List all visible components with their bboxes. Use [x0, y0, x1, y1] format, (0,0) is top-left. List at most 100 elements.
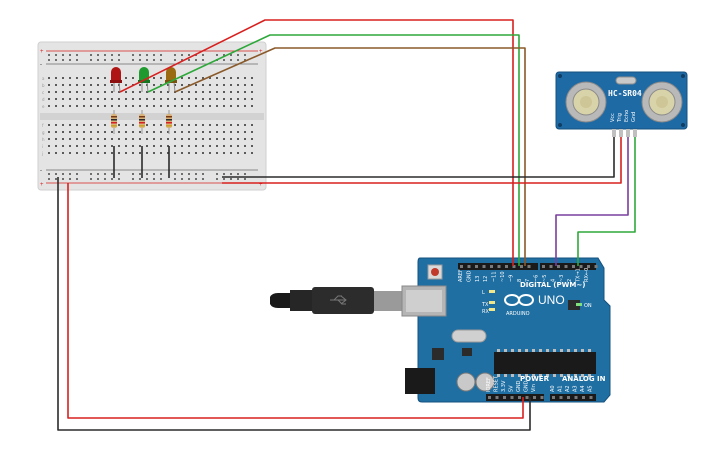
header-pin-socket[interactable] [482, 265, 486, 268]
resistor-2[interactable] [139, 110, 145, 134]
header-pin-socket[interactable] [579, 265, 583, 268]
breadboard-rail-hole [202, 178, 204, 180]
header-pin-socket[interactable] [582, 396, 585, 399]
arduino-rx-led [489, 308, 495, 311]
header-pin-socket[interactable] [505, 265, 508, 268]
arduino-reset-button-cap [431, 268, 439, 276]
breadboard-hole [223, 98, 225, 100]
breadboard-hole [62, 77, 64, 79]
header-pin-socket[interactable] [549, 265, 553, 268]
chip-pin [511, 374, 514, 377]
header-pin-socket[interactable] [574, 396, 578, 399]
breadboard-rail-hole [76, 59, 78, 61]
breadboard-hole [90, 124, 92, 126]
breadboard-rail-hole [160, 173, 162, 175]
breadboard-rail-hole [216, 178, 218, 180]
header-pin-socket[interactable] [557, 265, 560, 268]
wire-red-sensor-vcc-to-rail[interactable] [222, 137, 622, 184]
header-pin-socket[interactable] [460, 265, 463, 268]
digital-pin-label: ~11 [492, 271, 498, 282]
arduino-usb-jack-inner [406, 290, 442, 312]
header-pin-socket[interactable] [533, 396, 536, 399]
breadboard-hole [153, 91, 155, 93]
wire-brown-led-to-pin11[interactable] [174, 47, 526, 266]
header-pin-socket[interactable] [559, 396, 563, 399]
wire-black-rail-to-gnd[interactable] [57, 177, 531, 431]
chip-pin [511, 349, 514, 352]
header-pin-socket[interactable] [520, 265, 523, 268]
wire-purple-sensor-trig-to-pin[interactable] [555, 137, 629, 266]
header-pin-socket[interactable] [564, 265, 568, 268]
header-pin-socket[interactable] [525, 396, 529, 399]
breadboard-rail-hole [223, 59, 225, 61]
led-red[interactable] [110, 67, 122, 93]
breadboard-rail-hole [216, 54, 218, 56]
led-red-rim [110, 80, 122, 83]
arduino-uno[interactable]: UNO ARDUINO DIGITAL (PWM~) POWER ANALOG … [401, 257, 611, 403]
header-pin-socket[interactable] [475, 265, 478, 268]
chip-pin [539, 349, 542, 352]
header-pin-socket[interactable] [510, 396, 514, 399]
header-pin-socket[interactable] [567, 396, 570, 399]
sensor-pin-vcc[interactable] [612, 129, 616, 137]
header-pin-socket[interactable] [512, 265, 516, 268]
header-pin-socket[interactable] [518, 396, 521, 399]
breadboard-rail-hole [216, 173, 218, 175]
header-pin-socket[interactable] [490, 265, 493, 268]
breadboard-hole [202, 138, 204, 140]
header-pin-socket[interactable] [572, 265, 575, 268]
wire-red-rail-to-5v[interactable] [67, 183, 524, 419]
breadboard-rail-hole [181, 173, 183, 175]
header-pin-socket[interactable] [540, 396, 544, 399]
header-pin-socket[interactable] [488, 396, 491, 399]
breadboard-hole [97, 98, 99, 100]
breadboard-hole [195, 124, 197, 126]
breadboard-hole [167, 105, 169, 107]
wire-green-sensor-echo-to-pin[interactable] [577, 137, 636, 266]
header-pin-socket[interactable] [495, 396, 499, 399]
wire-green-led-to-pin12[interactable] [147, 34, 520, 266]
breadboard-rail-hole [244, 59, 246, 61]
sensor-pin-echo[interactable] [626, 129, 630, 137]
breadboard-hole [76, 145, 78, 147]
header-pin-socket[interactable] [552, 396, 555, 399]
sensor-pin-gnd[interactable] [633, 129, 637, 137]
header-pin-socket[interactable] [542, 265, 545, 268]
breadboard-rail-hole [55, 54, 57, 56]
breadboard-hole [181, 138, 183, 140]
breadboard-rail-hole [160, 59, 162, 61]
chip-pin [574, 374, 577, 377]
breadboard-hole [104, 138, 106, 140]
resistor-3[interactable] [166, 110, 172, 134]
wire-red-led-to-pin13[interactable] [119, 19, 514, 266]
header-pin-socket[interactable] [467, 265, 471, 268]
header-pin-socket[interactable] [527, 265, 531, 268]
sensor-pin-trig[interactable] [619, 129, 623, 137]
led-red-leg-2 [118, 81, 121, 93]
breadboard-hole [55, 105, 57, 107]
breadboard-hole [167, 145, 169, 147]
header-pin-socket[interactable] [497, 265, 501, 268]
header-pin-socket[interactable] [594, 265, 598, 268]
header-pin-socket[interactable] [503, 396, 506, 399]
breadboard-hole [118, 124, 120, 126]
breadboard-hole [188, 131, 190, 133]
breadboard-hole [125, 77, 127, 79]
chip-pin [553, 374, 556, 377]
header-pin-socket[interactable] [587, 265, 590, 268]
digital-pin-label: ~5 [542, 275, 548, 282]
resistor-1[interactable] [111, 110, 117, 134]
breadboard-hole [209, 77, 211, 79]
breadboard-hole [111, 138, 113, 140]
breadboard-hole [146, 152, 148, 154]
wire-black-sensor-gnd-to-rail[interactable] [222, 137, 615, 178]
usb-cable-icon[interactable] [270, 287, 404, 314]
breadboard-hole [160, 152, 162, 154]
header-pin-socket[interactable] [589, 396, 593, 399]
ultrasonic-sensor[interactable]: HC-SR04 Vcc Trig Echo Gnd [555, 71, 688, 137]
breadboard-rail-hole [104, 173, 106, 175]
breadboard-hole [153, 145, 155, 147]
breadboard-hole [244, 131, 246, 133]
breadboard-hole [153, 124, 155, 126]
breadboard-hole [132, 124, 134, 126]
